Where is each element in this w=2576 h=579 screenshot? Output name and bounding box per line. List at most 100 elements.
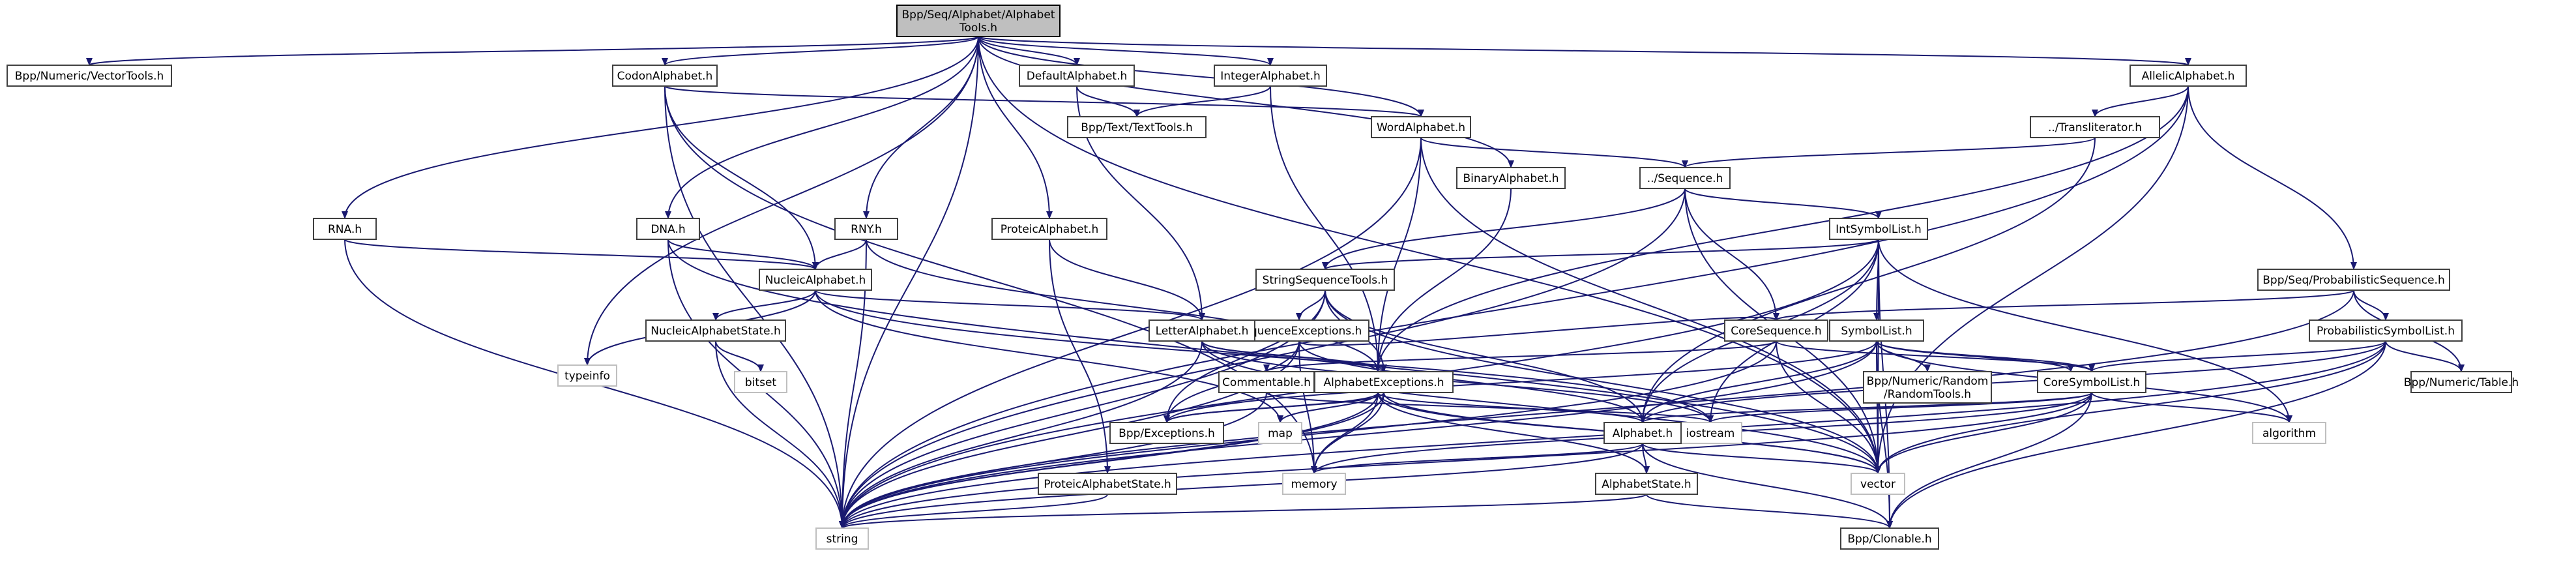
node-symlist[interactable]: SymbolList.h	[1829, 319, 1924, 342]
node-alphabet[interactable]: Alphabet.h	[1603, 422, 1682, 444]
node-box-strseqtools	[1255, 269, 1395, 291]
node-box-dna	[636, 218, 700, 240]
edge-commentable-to-string	[839, 392, 1267, 529]
edge-coreseq-to-commentable	[1263, 340, 1777, 372]
node-label-seqexc: SequenceExceptions.h	[1237, 325, 1362, 338]
edges-layer	[86, 36, 2465, 529]
node-label-binary: BinaryAlphabet.h	[1463, 172, 1559, 185]
node-box-allelic	[2130, 65, 2247, 87]
node-default[interactable]: DefaultAlphabet.h	[1019, 65, 1135, 87]
edge-codon-to-nucleic	[664, 85, 819, 270]
edge-nucstate-to-string	[715, 340, 845, 529]
node-box-table	[2410, 371, 2512, 393]
node-box-typeinfo	[557, 364, 617, 387]
node-label-symlist: SymbolList.h	[1841, 325, 1912, 338]
node-box-nucleic	[759, 269, 872, 291]
node-letter[interactable]: LetterAlphabet.h	[1149, 319, 1255, 342]
edge-letter-to-alphexc	[1201, 340, 1387, 372]
edge-integer-to-abstract	[1270, 85, 1381, 372]
node-table[interactable]: Bpp/Numeric/Table.h	[2404, 371, 2519, 393]
node-strseqtools[interactable]: StringSequenceTools.h	[1255, 269, 1395, 291]
node-iostream: iostream	[1678, 422, 1742, 444]
edge-symlist-to-string	[839, 340, 1877, 529]
edge-abstract-to-alphabet	[1377, 392, 1646, 423]
edge-probsymlist-to-table	[2385, 340, 2465, 372]
node-texttools[interactable]: Bpp/Text/TextTools.h	[1067, 116, 1207, 138]
edge-strseqtools-to-exceptions	[1164, 290, 1326, 423]
node-label-protstate: ProteicAlphabetState.h	[1044, 478, 1171, 491]
edge-letter-to-vector	[1201, 340, 1881, 474]
edge-probseq-to-coreseq	[1773, 290, 2354, 321]
edge-letter-to-string	[839, 340, 1203, 529]
node-box-bitset	[734, 371, 787, 393]
node-box-map	[1258, 422, 1302, 444]
node-label-probsymlist: ProbabilisticSymbolList.h	[2317, 325, 2455, 338]
edge-alphstate-to-clonable	[1646, 494, 1893, 529]
node-label-strseqtools: StringSequenceTools.h	[1263, 274, 1388, 287]
edge-symlist-to-coresymlist	[1876, 340, 2095, 372]
node-binary[interactable]: BinaryAlphabet.h	[1456, 167, 1566, 189]
edge-root-to-vector	[978, 36, 1881, 474]
node-coreseq[interactable]: CoreSequence.h	[1724, 319, 1828, 342]
edge-symlist-to-randomstd	[1876, 340, 2074, 372]
node-rny[interactable]: RNY.h	[834, 218, 898, 240]
node-label-typeinfo: typeinfo	[564, 370, 610, 383]
node-intsymlist[interactable]: IntSymbolList.h	[1829, 218, 1928, 240]
edge-alphabet-to-clonable	[1642, 443, 1893, 529]
node-map: map	[1258, 422, 1302, 444]
node-box-vectortools	[7, 65, 172, 87]
node-protstate[interactable]: ProteicAlphabetState.h	[1038, 473, 1177, 495]
edge-alphexc-to-string	[839, 392, 1384, 529]
node-box-symlist	[1829, 319, 1924, 342]
node-vectortools[interactable]: Bpp/Numeric/VectorTools.h	[7, 65, 172, 87]
node-random[interactable]: Bpp/Numeric/Random/RandomTools.h	[1863, 371, 1992, 404]
edge-alphexc-to-exceptions	[1164, 392, 1384, 423]
node-box-word	[1371, 116, 1471, 138]
node-alphstate[interactable]: AlphabetState.h	[1595, 473, 1698, 495]
node-coresymlist[interactable]: CoreSymbolList.h	[2037, 371, 2146, 393]
node-sequence[interactable]: ../Sequence.h	[1639, 167, 1731, 189]
edge-protein-to-protstate	[1049, 239, 1111, 474]
node-nucleic[interactable]: NucleicAlphabet.h	[759, 269, 872, 291]
node-integer[interactable]: IntegerAlphabet.h	[1214, 65, 1327, 87]
node-label-rny: RNY.h	[851, 223, 882, 236]
node-rna[interactable]: RNA.h	[313, 218, 377, 240]
edge-default-to-texttools	[1076, 85, 1140, 117]
edge-abstract-to-alphstate	[1377, 392, 1650, 474]
node-label-map: map	[1268, 427, 1293, 440]
edge-root-to-codon	[662, 36, 979, 66]
node-codon[interactable]: CodonAlphabet.h	[612, 65, 718, 87]
node-probseq[interactable]: Bpp/Seq/ProbabilisticSequence.h	[2257, 269, 2450, 291]
edge-nucleic-to-iostream	[815, 290, 1714, 423]
node-nucstate[interactable]: NucleicAlphabetState.h	[645, 319, 786, 342]
node-allelic[interactable]: AllelicAlphabet.h	[2130, 65, 2247, 87]
node-box-nucstate	[645, 319, 786, 342]
node-algorithm: algorithm	[2252, 422, 2326, 444]
node-box-vector	[1851, 473, 1905, 495]
edge-rna-to-nucleic	[344, 239, 819, 270]
node-label-codon: CodonAlphabet.h	[617, 70, 713, 83]
edge-probsymlist-to-coresymlist	[2088, 340, 2386, 372]
edge-word-to-string	[839, 137, 1422, 529]
edge-translit-to-alphabet	[1639, 137, 2096, 423]
edge-rny-to-abstract	[866, 239, 1381, 372]
node-word[interactable]: WordAlphabet.h	[1371, 116, 1471, 138]
node-box-coresymlist	[2037, 371, 2146, 393]
node-protein[interactable]: ProteicAlphabet.h	[991, 218, 1107, 240]
node-exceptions[interactable]: Bpp/Exceptions.h	[1109, 422, 1224, 444]
node-translit[interactable]: ../Transliterator.h	[2030, 116, 2160, 138]
node-dna[interactable]: DNA.h	[636, 218, 700, 240]
node-probsymlist[interactable]: ProbabilisticSymbolList.h	[2309, 319, 2463, 342]
node-label-intsymlist: IntSymbolList.h	[1836, 223, 1922, 236]
node-label-nucstate: NucleicAlphabetState.h	[651, 325, 781, 338]
edge-protstate-to-string	[839, 494, 1108, 529]
node-alphexc[interactable]: AlphabetExceptions.h	[1314, 371, 1454, 393]
node-box-protein	[991, 218, 1107, 240]
node-commentable[interactable]: Commentable.h	[1218, 371, 1315, 393]
node-bitset: bitset	[734, 371, 787, 393]
edge-alphexc-to-memory	[1311, 392, 1384, 474]
node-label-vector: vector	[1860, 478, 1895, 491]
node-clonable[interactable]: Bpp/Clonable.h	[1840, 527, 1939, 550]
